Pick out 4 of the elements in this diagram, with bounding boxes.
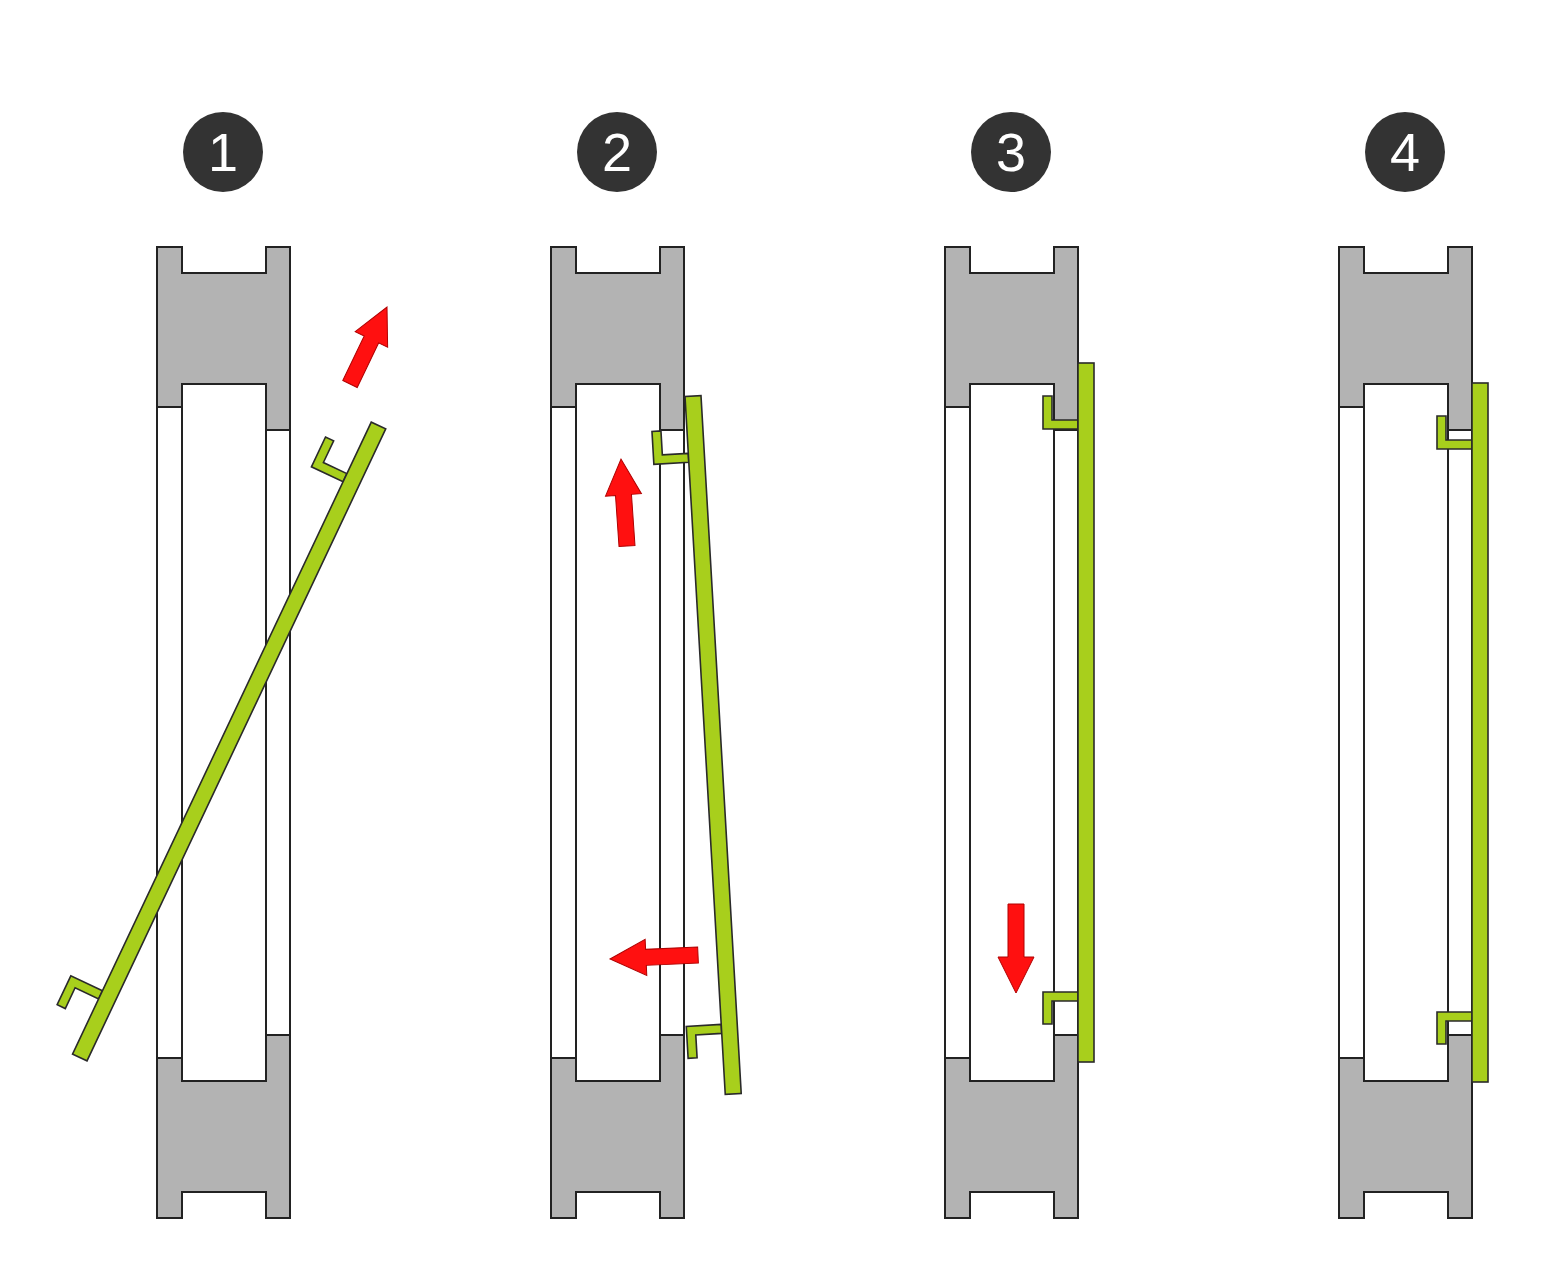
step-number: 1 bbox=[183, 112, 263, 192]
step-number: 2 bbox=[577, 112, 657, 192]
step-number: 4 bbox=[1365, 112, 1445, 192]
step-number: 3 bbox=[971, 112, 1051, 192]
